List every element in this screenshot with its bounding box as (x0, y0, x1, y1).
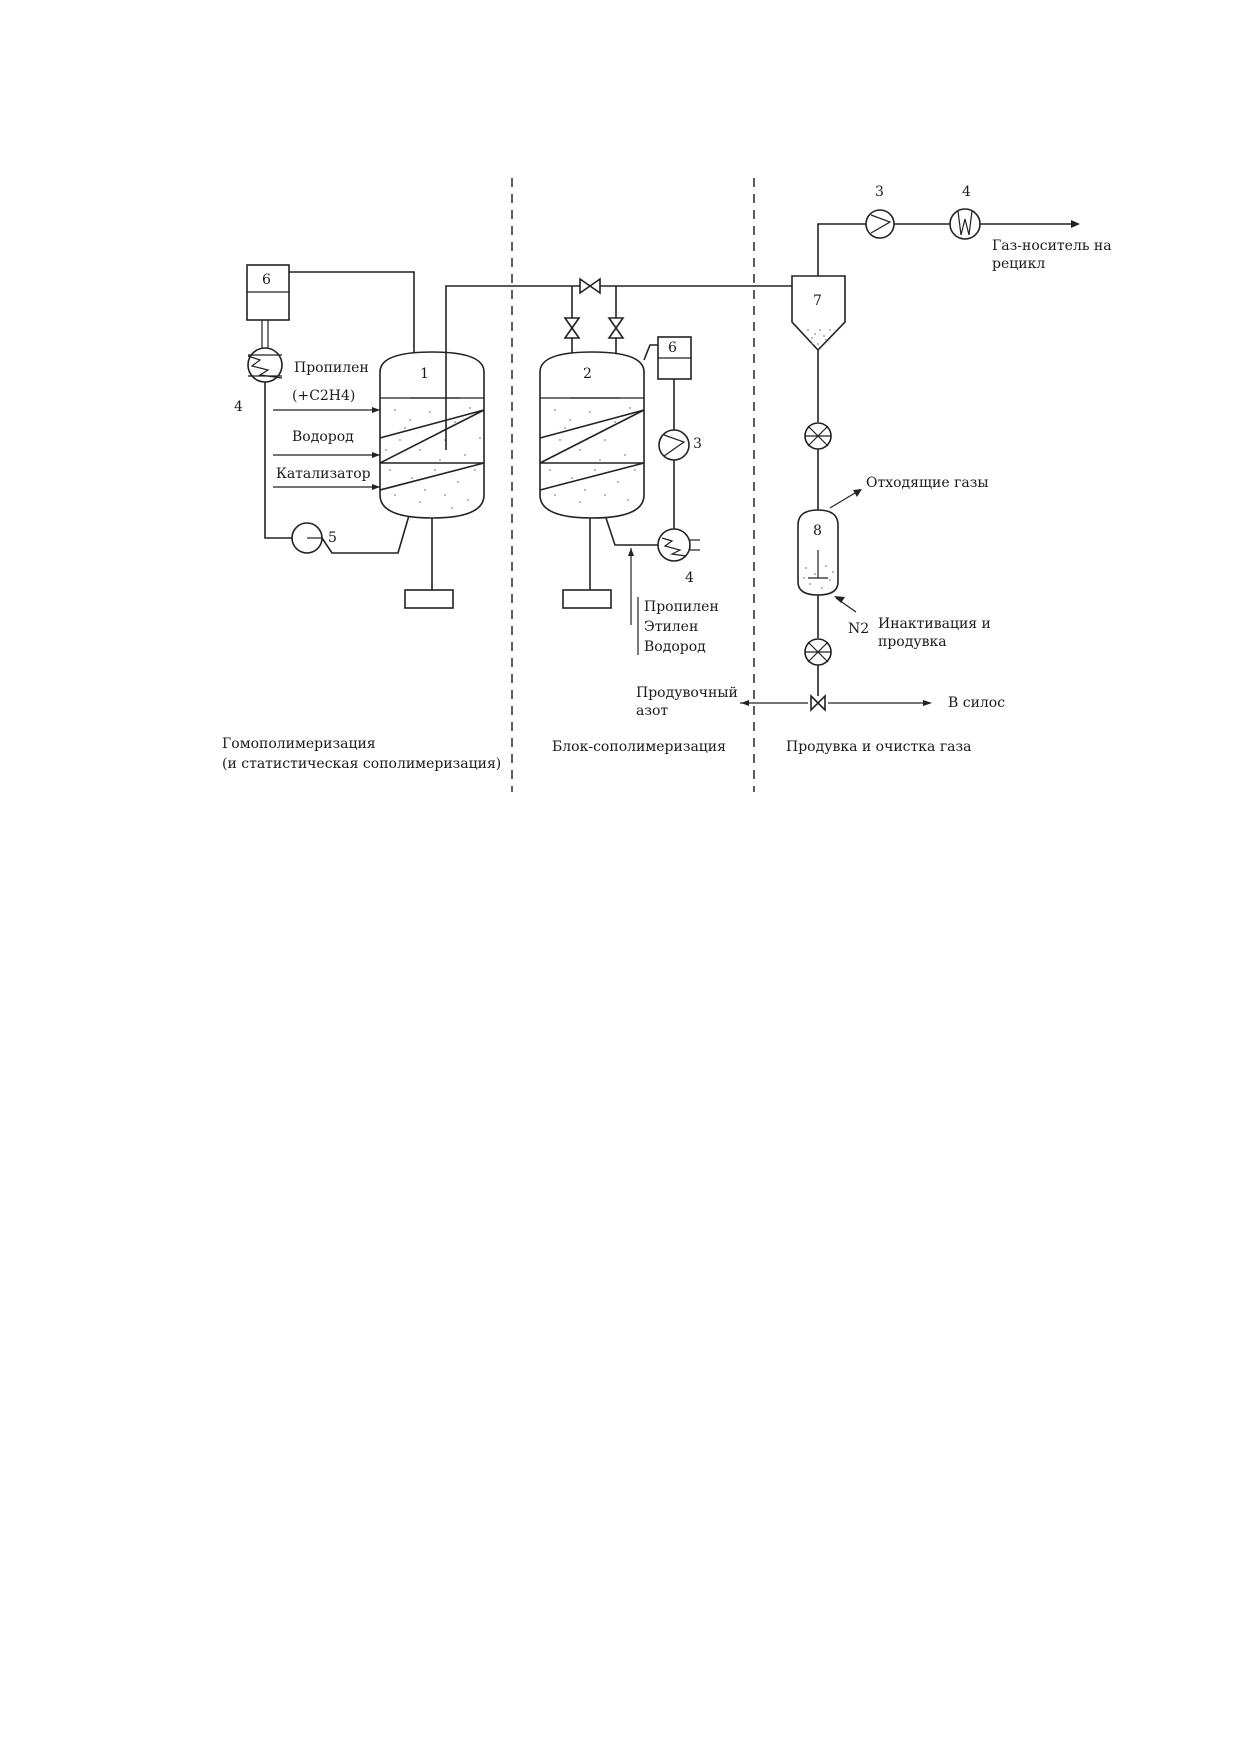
reactor-2-inlet-valve-right (607, 317, 625, 339)
vessel-8 (797, 509, 839, 596)
compressor-3-mid-number: 3 (693, 436, 702, 452)
label-off-gases: Отходящие газы (866, 475, 989, 491)
rotary-valve-upper (804, 422, 832, 450)
section-block-copolymerization-title: Блок-сополимеризация (552, 739, 726, 755)
hx-4-left-number: 4 (234, 399, 243, 415)
header-valve (579, 277, 601, 295)
label-feed2-hydrogen: Водород (644, 639, 706, 655)
heat-exchanger-4-mid (657, 528, 700, 562)
label-hydrogen: Водород (292, 429, 354, 445)
label-catalyst: Катализатор (276, 466, 371, 482)
separator-box-6-mid: 6 (657, 336, 692, 380)
silo-valve (810, 694, 826, 712)
section-homopolymerization-subtitle: (и статистическая сополимеризация) (222, 756, 501, 772)
feed-propylene-arrow (273, 407, 380, 413)
rotary-valve-lower (804, 638, 832, 666)
label-nitrogen: N2 (848, 621, 869, 637)
feed-section2-arrow (628, 548, 634, 625)
cyclone-7-number: 7 (813, 293, 822, 309)
heat-exchanger-4-top (949, 208, 981, 240)
reactor-2 (539, 351, 645, 519)
off-gases-arrow (829, 489, 862, 509)
label-feed2-propylene: Пропилен (644, 599, 719, 615)
box-6-left-number: 6 (262, 272, 271, 288)
label-propylene: Пропилен (294, 360, 369, 376)
carrier-gas-outlet-arrow (980, 220, 1080, 228)
reactor-1-discharge-box (404, 589, 454, 609)
cyclone-7 (791, 275, 846, 352)
purge-nitrogen-arrow (740, 700, 808, 706)
label-purge-nitrogen-line1: Продувочный (636, 685, 738, 701)
feed-catalyst-arrow (273, 484, 380, 490)
compressor-3-top (865, 209, 895, 239)
heat-exchanger-4-left (247, 347, 283, 383)
compressor-3-top-number: 3 (875, 184, 884, 200)
feed-hydrogen-arrow (273, 452, 380, 458)
to-silo-arrow (828, 700, 932, 706)
reactor-2-discharge-box (562, 589, 612, 609)
section-homopolymerization-title: Гомополимеризация (222, 736, 376, 752)
hx-4-mid-number: 4 (685, 570, 694, 586)
label-purge-nitrogen-line2: азот (636, 703, 668, 719)
reactor-2-number: 2 (583, 366, 592, 382)
reactor-2-inlet-valve-left (563, 317, 581, 339)
label-inactivation-line2: продувка (878, 634, 947, 650)
pump-5-number: 5 (328, 530, 337, 546)
label-to-silo: В силос (948, 695, 1005, 711)
section-purge-gas-cleaning-title: Продувка и очистка газа (786, 739, 971, 755)
pump-5 (291, 522, 323, 554)
box-6-mid-number: 6 (668, 340, 677, 356)
label-inactivation-line1: Инактивация и (878, 616, 991, 632)
separator-box-6-left: 6 (246, 264, 290, 321)
label-feed2-ethylene: Этилен (644, 619, 698, 635)
label-carrier-gas-line2: рецикл (992, 256, 1045, 272)
vessel-8-number: 8 (813, 523, 822, 539)
reactor-1 (379, 351, 485, 519)
compressor-3-mid (658, 429, 690, 461)
label-carrier-gas-line1: Газ-носитель на (992, 238, 1112, 254)
hx-4-top-number: 4 (962, 184, 971, 200)
label-ethylene-formula: (+C2H4) (292, 388, 355, 404)
reactor-1-number: 1 (420, 366, 429, 382)
nitrogen-arrow (834, 596, 857, 613)
